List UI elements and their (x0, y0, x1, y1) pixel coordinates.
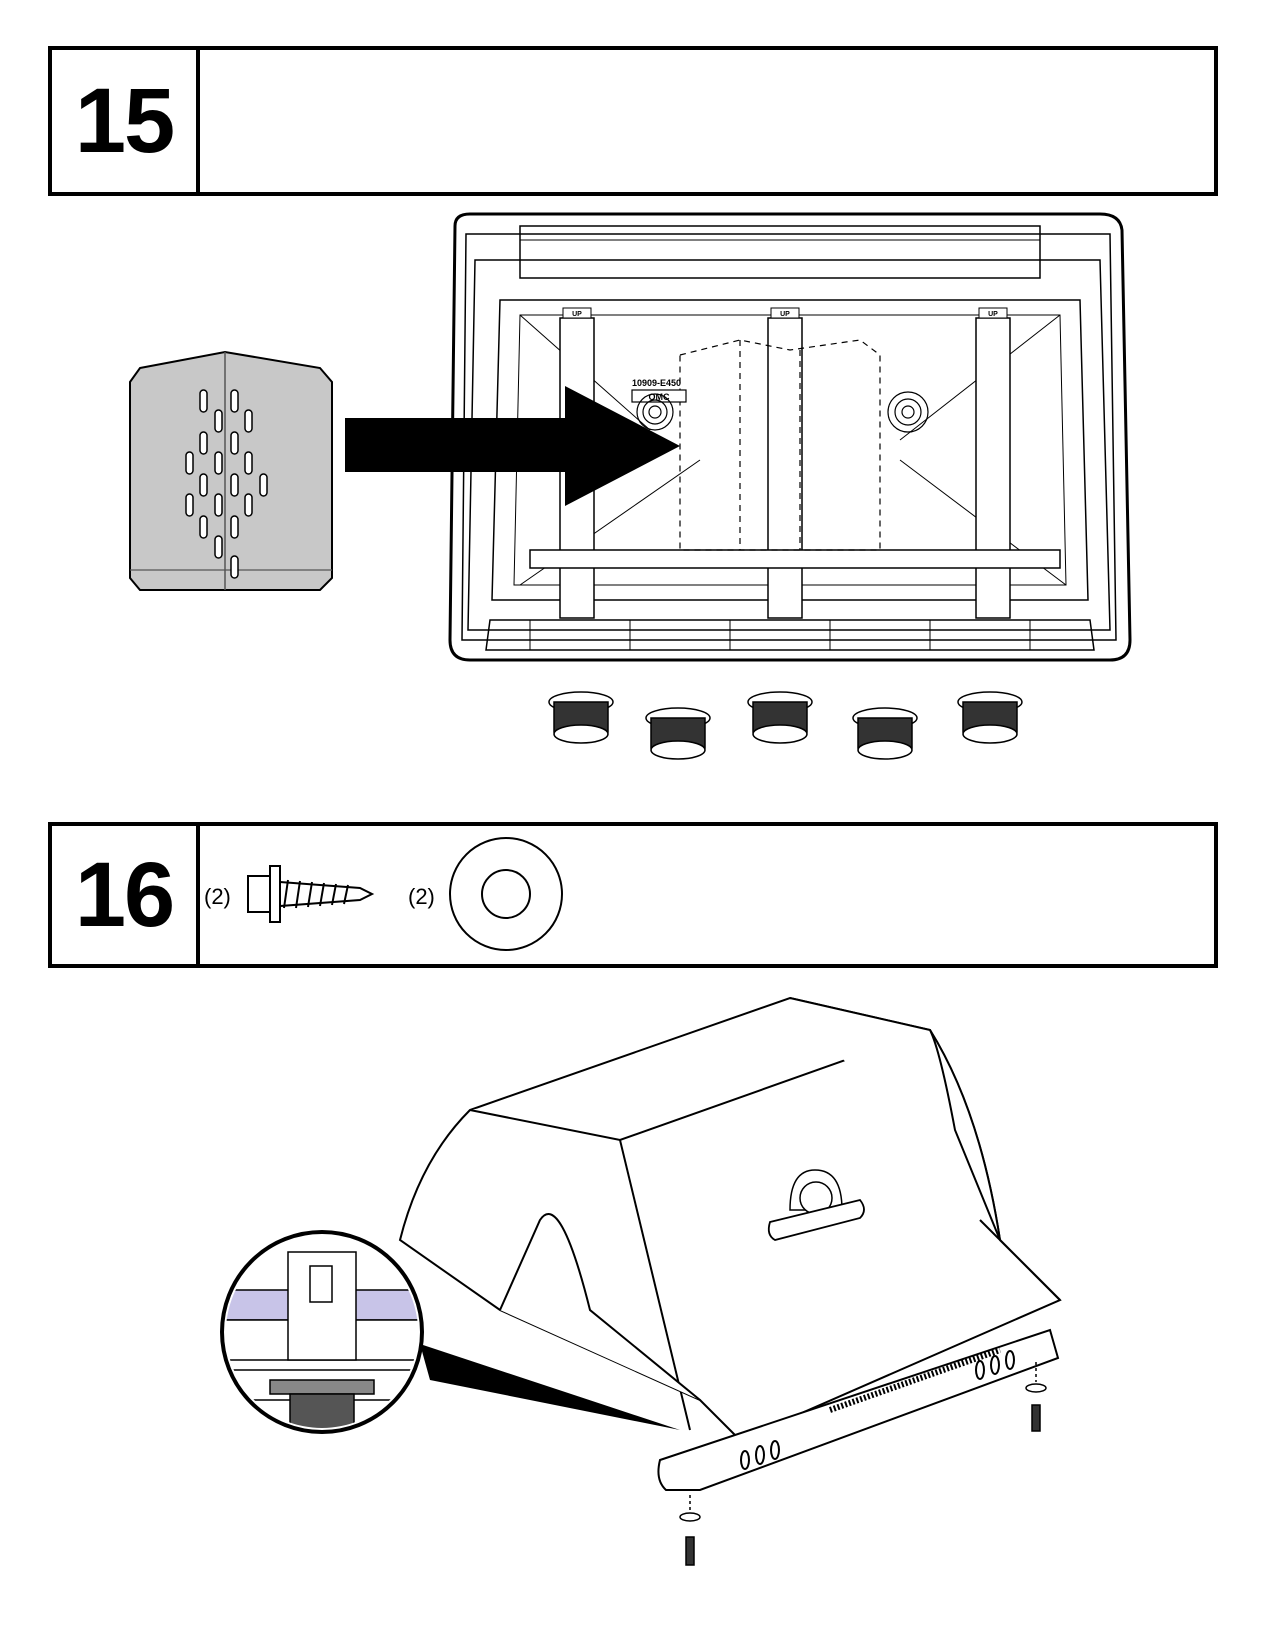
part-1-quantity: (2) (204, 884, 231, 909)
knob-4 (852, 707, 918, 760)
installed-flame-tamers (679, 339, 881, 551)
lid-thermometer (789, 1169, 843, 1215)
firebox-vent-right (887, 391, 929, 433)
svg-text:UP: UP (572, 311, 582, 318)
burner-up-tags: UP UP UP (562, 307, 1008, 319)
flame-tamer-part (129, 350, 333, 591)
svg-text:UP: UP (988, 311, 998, 318)
step-15-number-cell: 15 (52, 50, 200, 192)
logo-letters: OMC (649, 392, 670, 402)
step-15-header: 15 (48, 46, 1218, 196)
step-16-header: 16 (2) (2) (48, 822, 1218, 968)
step-15-number: 15 (74, 70, 175, 172)
step-16-illustration (220, 996, 1062, 1566)
install-arrow-icon (345, 386, 680, 506)
front-trim-rail (657, 1328, 1060, 1491)
install-screw-right (1025, 1362, 1047, 1432)
lid-handle (767, 1198, 865, 1241)
svg-text:UP: UP (780, 311, 790, 318)
screw-icon (247, 865, 375, 923)
step-16-number-cell: 16 (52, 826, 200, 964)
grill-lid (398, 996, 1062, 1442)
control-knobs (548, 691, 1023, 760)
washer-icon (449, 837, 563, 951)
callout-pointer (420, 1344, 680, 1430)
step-16-number: 16 (74, 844, 175, 946)
knob-3 (747, 691, 813, 744)
firebox-vent-left (636, 393, 674, 431)
logo-plate (631, 389, 687, 403)
knob-5 (957, 691, 1023, 744)
detail-callout (220, 1230, 424, 1434)
knob-2 (645, 707, 711, 760)
step-15-illustration: 10909-E450 OMC UP UP UP (129, 212, 1132, 760)
part-2-quantity: (2) (408, 884, 435, 909)
knob-1 (548, 691, 614, 744)
burner-label: 10909-E450 (632, 378, 681, 388)
install-screw-left (679, 1495, 701, 1566)
